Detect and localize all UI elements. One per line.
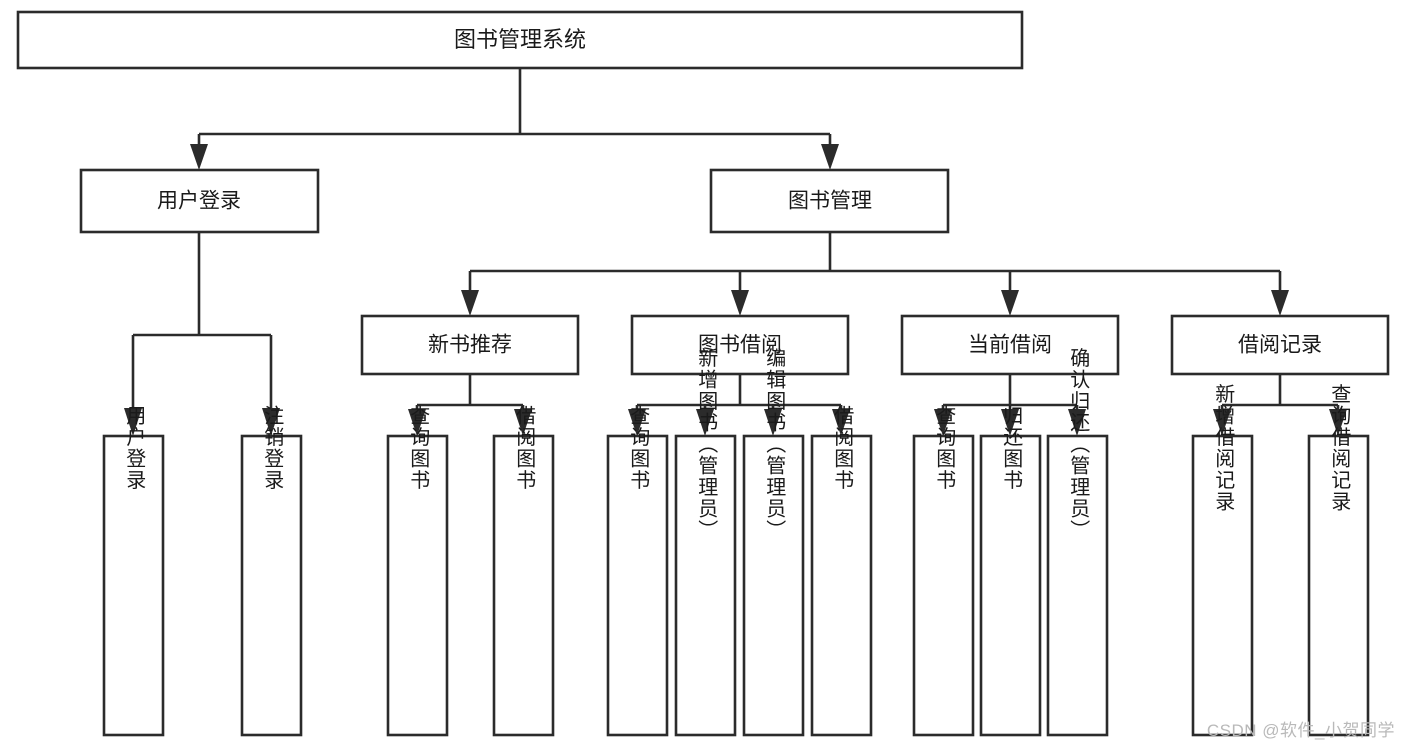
leaf-query-book-1-box[interactable] — [386, 434, 449, 737]
leaf-query-record-label: 查询借阅记录 — [1328, 383, 1351, 512]
node-book-borrow[interactable]: 图书借阅 — [630, 314, 850, 376]
leaf-add-record-label: 新增借阅记录 — [1212, 383, 1235, 512]
node-root-box[interactable] — [16, 10, 1024, 70]
arrow-head-new-book-recommend — [461, 290, 479, 316]
leaf-borrow-book-2-box[interactable] — [810, 434, 873, 737]
node-book-management[interactable]: 图书管理 — [709, 168, 950, 234]
arrow-head-leaf-confirm-return — [1068, 409, 1086, 436]
arrow-head-leaf-add-book — [696, 409, 714, 436]
node-new-book-recommend-box[interactable] — [360, 314, 580, 376]
arrow-head-leaf-user-login — [124, 408, 142, 436]
node-book-borrow-label: 图书借阅 — [698, 334, 782, 357]
arrow-head-user-login — [190, 144, 208, 170]
arrow-head-leaf-add-record — [1213, 409, 1231, 436]
leaf-query-book-3-box[interactable] — [912, 434, 975, 737]
arrow-head-current-borrow — [1001, 290, 1019, 316]
node-book-borrow-box[interactable] — [630, 314, 850, 376]
leaf-return-book-label: 归还图书 — [1000, 405, 1023, 491]
arrow-head-leaf-query-book-1 — [408, 409, 426, 436]
leaf-borrow-book-2-label: 借阅图书 — [831, 405, 854, 491]
node-book-management-box[interactable] — [709, 168, 950, 234]
leaf-query-book-1-label: 查询图书 — [407, 405, 430, 491]
node-new-book-recommend-label: 新书推荐 — [428, 334, 512, 357]
node-current-borrow-label: 当前借阅 — [968, 334, 1052, 357]
connector-group-root — [190, 68, 839, 170]
leaf-query-book-2[interactable]: 查询图书 — [606, 405, 669, 737]
leaf-confirm-return-box[interactable] — [1046, 434, 1109, 737]
leaf-confirm-return[interactable]: 确认归还（管理员） — [1046, 347, 1109, 737]
leaf-logout-login[interactable]: 注销登录 — [240, 405, 303, 737]
leaf-query-record[interactable]: 查询借阅记录 — [1307, 383, 1370, 737]
leaf-query-book-3[interactable]: 查询图书 — [912, 405, 975, 737]
leaf-return-book[interactable]: 归还图书 — [979, 405, 1042, 737]
connector-group-user-login-leaves — [124, 232, 280, 436]
leaf-user-login[interactable]: 用户登录 — [102, 405, 165, 737]
leaf-confirm-return-label: 确认归还（管理员） — [1067, 347, 1090, 541]
leaf-add-record-box[interactable] — [1191, 434, 1254, 737]
leaf-query-book-3-label: 查询图书 — [933, 405, 956, 491]
arrow-head-borrow-record — [1271, 290, 1289, 316]
node-current-borrow[interactable]: 当前借阅 — [900, 314, 1120, 376]
arrow-head-leaf-return-book — [1001, 409, 1019, 436]
node-root-label: 图书管理系统 — [454, 27, 586, 52]
arrow-head-leaf-edit-book — [764, 409, 782, 436]
node-borrow-record-box[interactable] — [1170, 314, 1390, 376]
leaf-edit-book-box[interactable] — [742, 434, 805, 737]
connector-group-new-book-leaves — [408, 374, 532, 436]
node-new-book-recommend[interactable]: 新书推荐 — [360, 314, 580, 376]
arrow-head-leaf-query-book-2 — [628, 409, 646, 436]
arrow-head-leaf-logout-login — [262, 408, 280, 436]
leaf-edit-book[interactable]: 编辑图书（管理员） — [742, 347, 805, 737]
node-current-borrow-box[interactable] — [900, 314, 1120, 376]
node-user-login-box[interactable] — [79, 168, 320, 234]
leaf-borrow-book-1-box[interactable] — [492, 434, 555, 737]
leaf-edit-book-label: 编辑图书（管理员） — [763, 347, 786, 541]
leaf-add-book-box[interactable] — [674, 434, 737, 737]
arrow-head-book-management — [821, 144, 839, 170]
leaf-add-book[interactable]: 新增图书（管理员） — [674, 347, 737, 737]
leaf-user-login-label: 用户登录 — [123, 405, 146, 491]
leaf-add-record[interactable]: 新增借阅记录 — [1191, 383, 1254, 737]
leaf-query-record-box[interactable] — [1307, 434, 1370, 737]
node-user-login[interactable]: 用户登录 — [79, 168, 320, 234]
arrow-head-leaf-borrow-book-1 — [514, 409, 532, 436]
leaf-logout-login-box[interactable] — [240, 434, 303, 737]
leaf-logout-login-label: 注销登录 — [261, 405, 284, 491]
arrow-head-book-borrow — [731, 290, 749, 316]
node-root[interactable]: 图书管理系统 — [16, 10, 1024, 70]
leaf-return-book-box[interactable] — [979, 434, 1042, 737]
arrow-head-leaf-query-record — [1329, 409, 1347, 436]
arrow-head-leaf-borrow-book-2 — [832, 409, 850, 436]
leaf-add-book-label: 新增图书（管理员） — [695, 347, 718, 541]
leaf-borrow-book-2[interactable]: 借阅图书 — [810, 405, 873, 737]
arrow-head-leaf-query-book-3 — [934, 409, 952, 436]
leaf-query-book-1[interactable]: 查询图书 — [386, 405, 449, 737]
node-user-login-label: 用户登录 — [157, 190, 241, 213]
connector-group-current-borrow-leaves — [934, 374, 1086, 436]
leaf-query-book-2-box[interactable] — [606, 434, 669, 737]
connector-group-book-management — [461, 232, 1289, 316]
node-book-management-label: 图书管理 — [788, 190, 872, 213]
connector-group-borrow-record-leaves — [1213, 374, 1347, 436]
connector-group-book-borrow-leaves — [628, 374, 850, 436]
leaf-borrow-book-1[interactable]: 借阅图书 — [492, 405, 555, 737]
leaf-query-book-2-label: 查询图书 — [627, 405, 650, 491]
node-borrow-record-label: 借阅记录 — [1238, 334, 1322, 357]
node-borrow-record[interactable]: 借阅记录 — [1170, 314, 1390, 376]
leaf-borrow-book-1-label: 借阅图书 — [513, 405, 536, 491]
leaf-user-login-box[interactable] — [102, 434, 165, 737]
